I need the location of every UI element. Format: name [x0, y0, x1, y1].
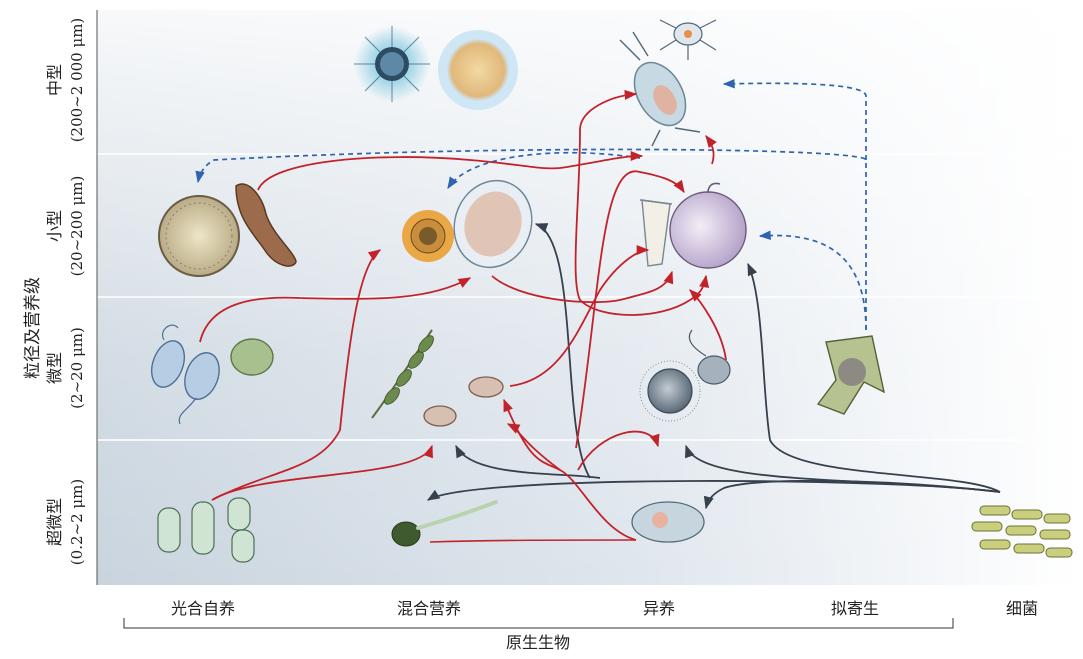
svg-text:(2~20 μm): (2~20 μm)	[68, 327, 86, 409]
category-label-bacteria: 细菌	[1006, 599, 1038, 618]
svg-text:(0.2~2 μm): (0.2~2 μm)	[68, 479, 86, 565]
category-label-heterotroph: 异养	[643, 599, 675, 618]
band-label-picoplankton: 超微型 (0.2~2 μm)	[45, 479, 86, 565]
radiolarian-orange-icon	[438, 30, 518, 110]
band-label-mesoplankton: 中型 (200~2 000 μm)	[45, 18, 86, 143]
band-label-nanoplankton: 微型 (2~20 μm)	[45, 327, 86, 409]
acantharian-icon	[402, 210, 454, 262]
svg-text:小型: 小型	[45, 210, 64, 242]
category-label-photoautotroph: 光合自养	[171, 599, 235, 618]
radiolarian-spiny-icon	[354, 26, 430, 102]
centric-diatom-icon	[159, 196, 239, 276]
svg-text:超微型: 超微型	[45, 498, 64, 546]
bacteria-cluster-icon	[972, 506, 1072, 557]
svg-text:(20~200 μm): (20~200 μm)	[68, 176, 86, 277]
band-label-microplankton: 小型 (20~200 μm)	[45, 176, 86, 277]
heterotrophic-nanoflagellate-icon	[632, 502, 704, 542]
protist-group-bracket	[124, 618, 953, 628]
category-label-parasitoid: 拟寄生	[831, 599, 879, 618]
svg-text:中型: 中型	[45, 64, 64, 96]
protist-group-label: 原生生物	[506, 633, 570, 652]
svg-text:微型: 微型	[45, 352, 64, 384]
category-label-mixotroph: 混合营养	[397, 599, 461, 618]
svg-text:(200~2 000 μm): (200~2 000 μm)	[68, 18, 86, 143]
green-flagellate-icon	[231, 339, 273, 375]
y-axis-title: 粒径及营养级	[23, 277, 43, 379]
